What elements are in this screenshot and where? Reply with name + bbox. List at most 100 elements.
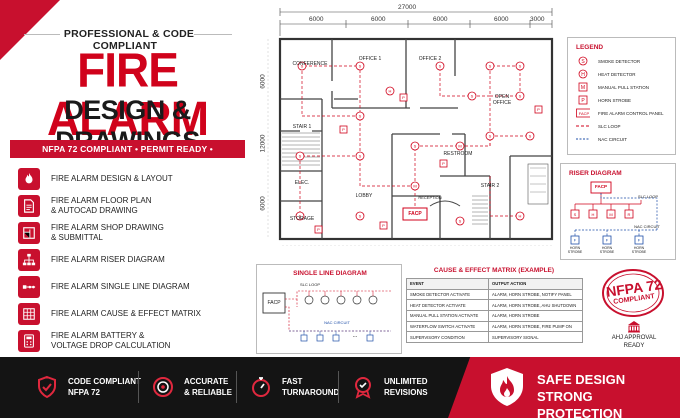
table-row: WATERFLOW SWITCH ACTIVATE ALARM, HORN ST…	[406, 320, 583, 333]
flame-icon	[18, 168, 40, 190]
calculator-icon	[18, 330, 40, 352]
service-label: FIRE ALARM DESIGN & LAYOUT	[51, 174, 173, 183]
facp-label: FACP	[408, 211, 422, 217]
legend-label: FIRE ALARM CONTROL PANEL	[598, 110, 664, 116]
service-item: FIRE ALARM FLOOR PLAN & AUTOCAD DRAWING	[18, 193, 250, 219]
service-label: FIRE ALARM SHOP DRAWING & SUBMITTAL	[51, 223, 164, 242]
horn-strobe-icon: P	[581, 98, 585, 104]
legend-title: LEGEND	[576, 44, 604, 51]
legend-panel: LEGEND S SMOKE DETECTOR H HEAT DETECTOR …	[567, 37, 676, 155]
table-row: HEAT DETECTOR ACTIVATE ALARM, HORN STROB…	[406, 299, 583, 312]
feature-label: UNLIMITED REVISIONS	[384, 377, 428, 397]
single-line-diagram: SINGLE LINE DIAGRAM FACP SLC LOOP NAC CI…	[256, 264, 402, 354]
svg-text:S: S	[359, 154, 362, 159]
svg-text:S: S	[359, 64, 362, 69]
riser-facp: FACP	[594, 184, 607, 189]
service-item: FIRE ALARM CAUSE & EFFECT MATRIX	[18, 301, 250, 327]
legend-label: HEAT DETECTOR	[598, 71, 636, 77]
ce-header-row: EVENT OUTPUT ACTION	[406, 278, 583, 290]
table-row: MANUAL PULL STATION ACTIVATE ALARM, HORN…	[406, 310, 583, 322]
pull-station-icon: M	[581, 85, 585, 91]
shield-flame-icon	[491, 368, 523, 406]
legend-item: S SMOKE DETECTOR	[576, 56, 676, 66]
svg-text:S: S	[359, 214, 362, 219]
riser-title: RISER DIAGRAM	[569, 170, 622, 177]
ce-cell: SUPERVISORY SIGNAL	[488, 331, 583, 344]
document-icon	[18, 195, 40, 217]
svg-text:S: S	[519, 64, 522, 69]
ce-cell: MANUAL PULL STATION ACTIVATE	[406, 310, 489, 322]
ce-header: EVENT	[406, 278, 489, 290]
room-label-elec: ELEC.	[294, 180, 310, 186]
ce-cell: SUPERVISORY CONDITION	[406, 331, 489, 344]
legend-item: P HORN STROBE	[576, 95, 676, 105]
ahj-approval: AHJ APPROVAL READY	[611, 335, 657, 349]
room-label-office1: OFFICE 1	[358, 56, 382, 62]
svg-text:S: S	[471, 94, 474, 99]
drawing-area: 27000 6000 6000 6000 6000 3000 6000 1200…	[256, 0, 680, 357]
legend-label: HORN STROBE	[598, 97, 632, 103]
sld-slc-label: SLC LOOP	[299, 282, 320, 287]
sld-nac-label: NAC CIRCUIT	[324, 320, 350, 325]
ce-cell: ALARM, HORN STROBE, NOTIFY PANEL	[488, 288, 583, 301]
svg-text:M: M	[458, 144, 461, 149]
facp-icon: FACP	[579, 111, 590, 116]
svg-text:F: F	[574, 238, 577, 243]
riser-nac-label: NAC CIRCUIT	[634, 224, 660, 229]
svg-text:S: S	[414, 144, 417, 149]
service-item: FIRE ALARM BATTERY & VOLTAGE DROP CALCUL…	[18, 328, 250, 354]
feature-label: CODE COMPLIANT NFPA 72	[68, 377, 141, 397]
room-label-stair2: STAIR 2	[480, 183, 500, 189]
ce-title: CAUSE & EFFECT MATRIX (EXAMPLE)	[433, 267, 555, 274]
svg-text:M: M	[413, 184, 416, 189]
nac-line-icon	[576, 138, 590, 140]
badge-icon	[350, 374, 376, 400]
riser-horn-label: HORN STROBE	[599, 246, 615, 254]
room-label-restroom: RESTROOM	[443, 151, 473, 157]
ce-header: OUTPUT ACTION	[488, 278, 583, 290]
svg-text:S: S	[299, 214, 302, 219]
nfpa-seal: NFPA 72 COMPLIANT AHJ APPROVAL READY	[592, 266, 676, 354]
table-row: SUPERVISORY CONDITION SUPERVISORY SIGNAL	[406, 331, 583, 344]
legend-label: MANUAL PULL STATION	[598, 84, 650, 90]
dimension-label: 6000	[309, 16, 324, 23]
service-item: FIRE ALARM SHOP DRAWING & SUBMITTAL	[18, 220, 250, 246]
legend-item: NAC CIRCUIT	[576, 134, 676, 144]
heat-detector-icon: H	[581, 72, 585, 78]
svg-text:P: P	[317, 227, 320, 232]
legend-item: FACP FIRE ALARM CONTROL PANEL	[576, 108, 676, 118]
sld-facp: FACP	[267, 300, 281, 306]
dimension-label: 3000	[530, 16, 545, 23]
legend-label: SMOKE DETECTOR	[598, 58, 641, 64]
svg-text:F: F	[638, 238, 641, 243]
svg-text:S: S	[439, 64, 442, 69]
feature-item: UNLIMITED REVISIONS	[350, 369, 428, 405]
ce-cell: HEAT DETECTOR ACTIVATE	[406, 299, 489, 312]
divider	[338, 371, 339, 403]
room-label-open-office: OPEN OFFICE	[492, 94, 512, 106]
service-label: FIRE ALARM RISER DIAGRAM	[51, 255, 165, 264]
overall-dimension: 27000	[398, 4, 417, 11]
service-label: FIRE ALARM SINGLE LINE DIAGRAM	[51, 282, 190, 291]
sld-ellipsis: ...	[352, 333, 358, 339]
shield-check-icon	[34, 374, 60, 400]
dimension-lines: 27000 6000 6000 6000 6000 3000	[258, 0, 558, 36]
service-label: FIRE ALARM BATTERY & VOLTAGE DROP CALCUL…	[51, 331, 171, 350]
legend-label: SLC LOOP	[598, 123, 621, 129]
legend-label: NAC CIRCUIT	[598, 136, 627, 142]
divider	[138, 371, 139, 403]
slc-line-icon	[576, 125, 590, 127]
feature-item: FAST TURNAROUND	[248, 369, 339, 405]
hierarchy-icon	[18, 249, 40, 271]
target-icon	[150, 374, 176, 400]
compliance-banner: NFPA 72 COMPLIANT • PERMIT READY • INSTA…	[10, 140, 245, 172]
hero-title-line1: FIRE ALARM	[46, 42, 209, 146]
legend-item: SLC LOOP	[576, 121, 676, 131]
ce-cell: ALARM, HORN STROBE, FIRE PUMP ON	[488, 320, 583, 333]
feature-bar: CODE COMPLIANT NFPA 72 ACCURATE & RELIAB…	[0, 357, 680, 418]
legend-item: H HEAT DETECTOR	[576, 69, 676, 79]
svg-text:P: P	[342, 127, 345, 132]
riser-horn-label: HORN STROBE	[631, 246, 647, 254]
svg-text:S: S	[489, 64, 492, 69]
